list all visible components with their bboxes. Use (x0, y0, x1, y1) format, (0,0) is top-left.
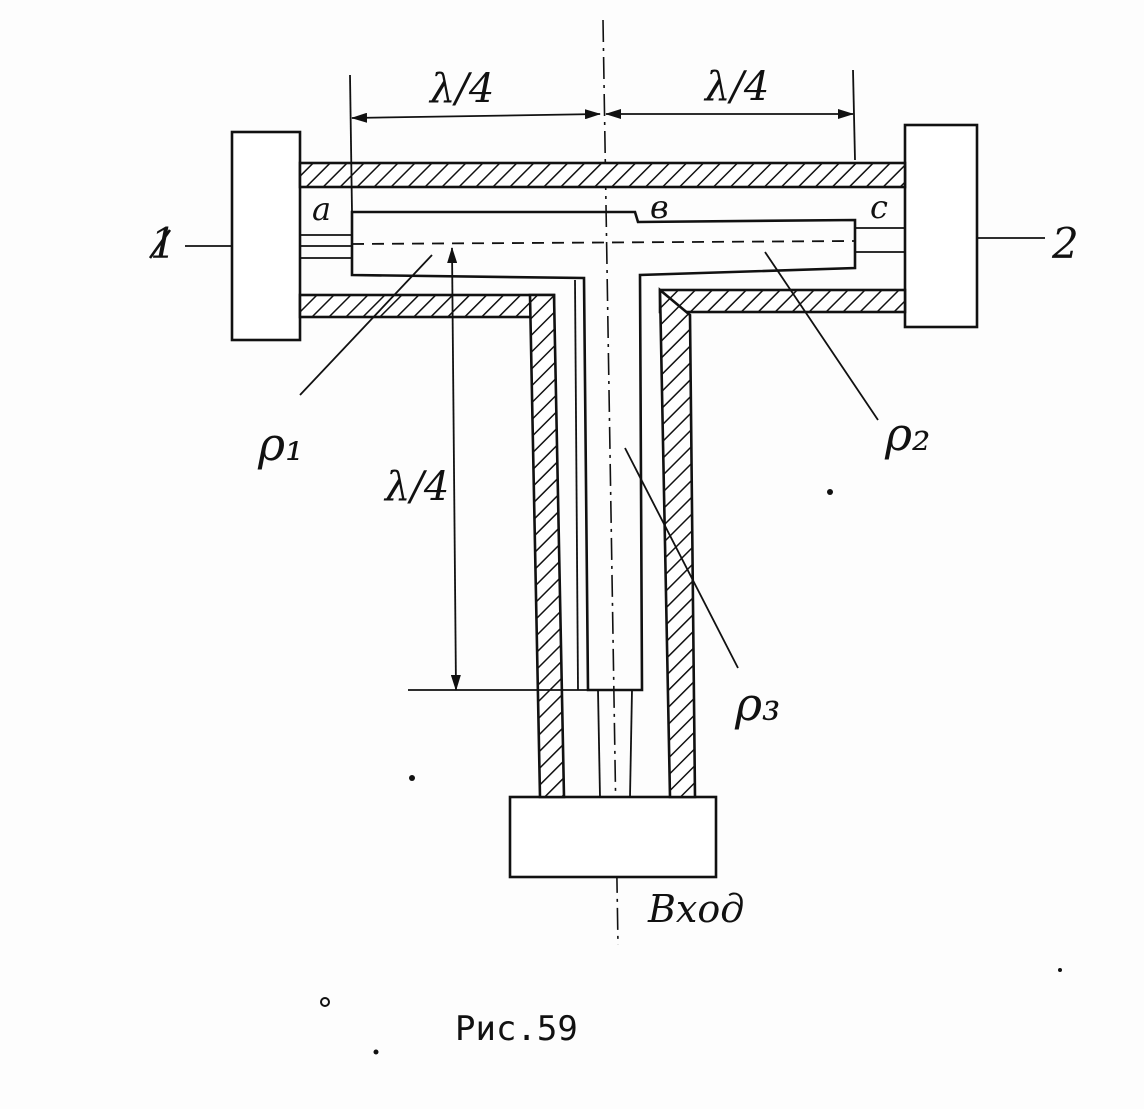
inner-axis-dashed (351, 240, 856, 245)
scan-speck (320, 997, 330, 1007)
port-label-1: 1 (150, 219, 177, 268)
dim-ext-right (852, 69, 856, 161)
leader-rho3 (624, 447, 739, 669)
dim-ext-left (349, 74, 353, 213)
dim-label-right-top: λ/4 (703, 64, 769, 110)
scan-speck (409, 775, 415, 781)
rho3-label: ρ₃ (734, 677, 780, 731)
stub-inner-line (574, 279, 579, 691)
input-pin-left (597, 689, 601, 798)
input-label: Вход (647, 887, 744, 931)
rho2-label: ρ₂ (884, 407, 930, 461)
left-port-flange (230, 130, 302, 342)
input-pin-right (629, 689, 633, 798)
point-label-b: в (650, 188, 669, 226)
leader-rho2 (764, 251, 879, 421)
stub-wall-right (658, 287, 697, 799)
right-port-flange (903, 123, 979, 329)
scan-speck (827, 489, 833, 495)
outer-wall-bottom-left (298, 293, 556, 319)
point-label-a: a (312, 190, 331, 228)
outer-wall-bottom-right (658, 288, 907, 314)
scan-speck (373, 1049, 379, 1055)
outer-wall-top (298, 161, 907, 189)
rho1-label: ρ₁ (257, 417, 303, 471)
scan-speck (1058, 968, 1062, 972)
stub-wall-left (528, 293, 566, 799)
leader-rho1 (299, 254, 433, 396)
dim-arrow-left (351, 109, 601, 123)
dim-arrow-vertical (447, 247, 461, 691)
figure-caption: Рис.59 (455, 1009, 578, 1049)
dim-label-left-top: λ/4 (428, 66, 494, 112)
port-left-tick (148, 229, 172, 259)
dim-label-vertical: λ/4 (383, 464, 449, 510)
inner-conductor (350, 210, 857, 692)
point-label-c: c (870, 188, 888, 226)
input-flange (508, 795, 718, 879)
port-label-2: 2 (1051, 219, 1079, 268)
